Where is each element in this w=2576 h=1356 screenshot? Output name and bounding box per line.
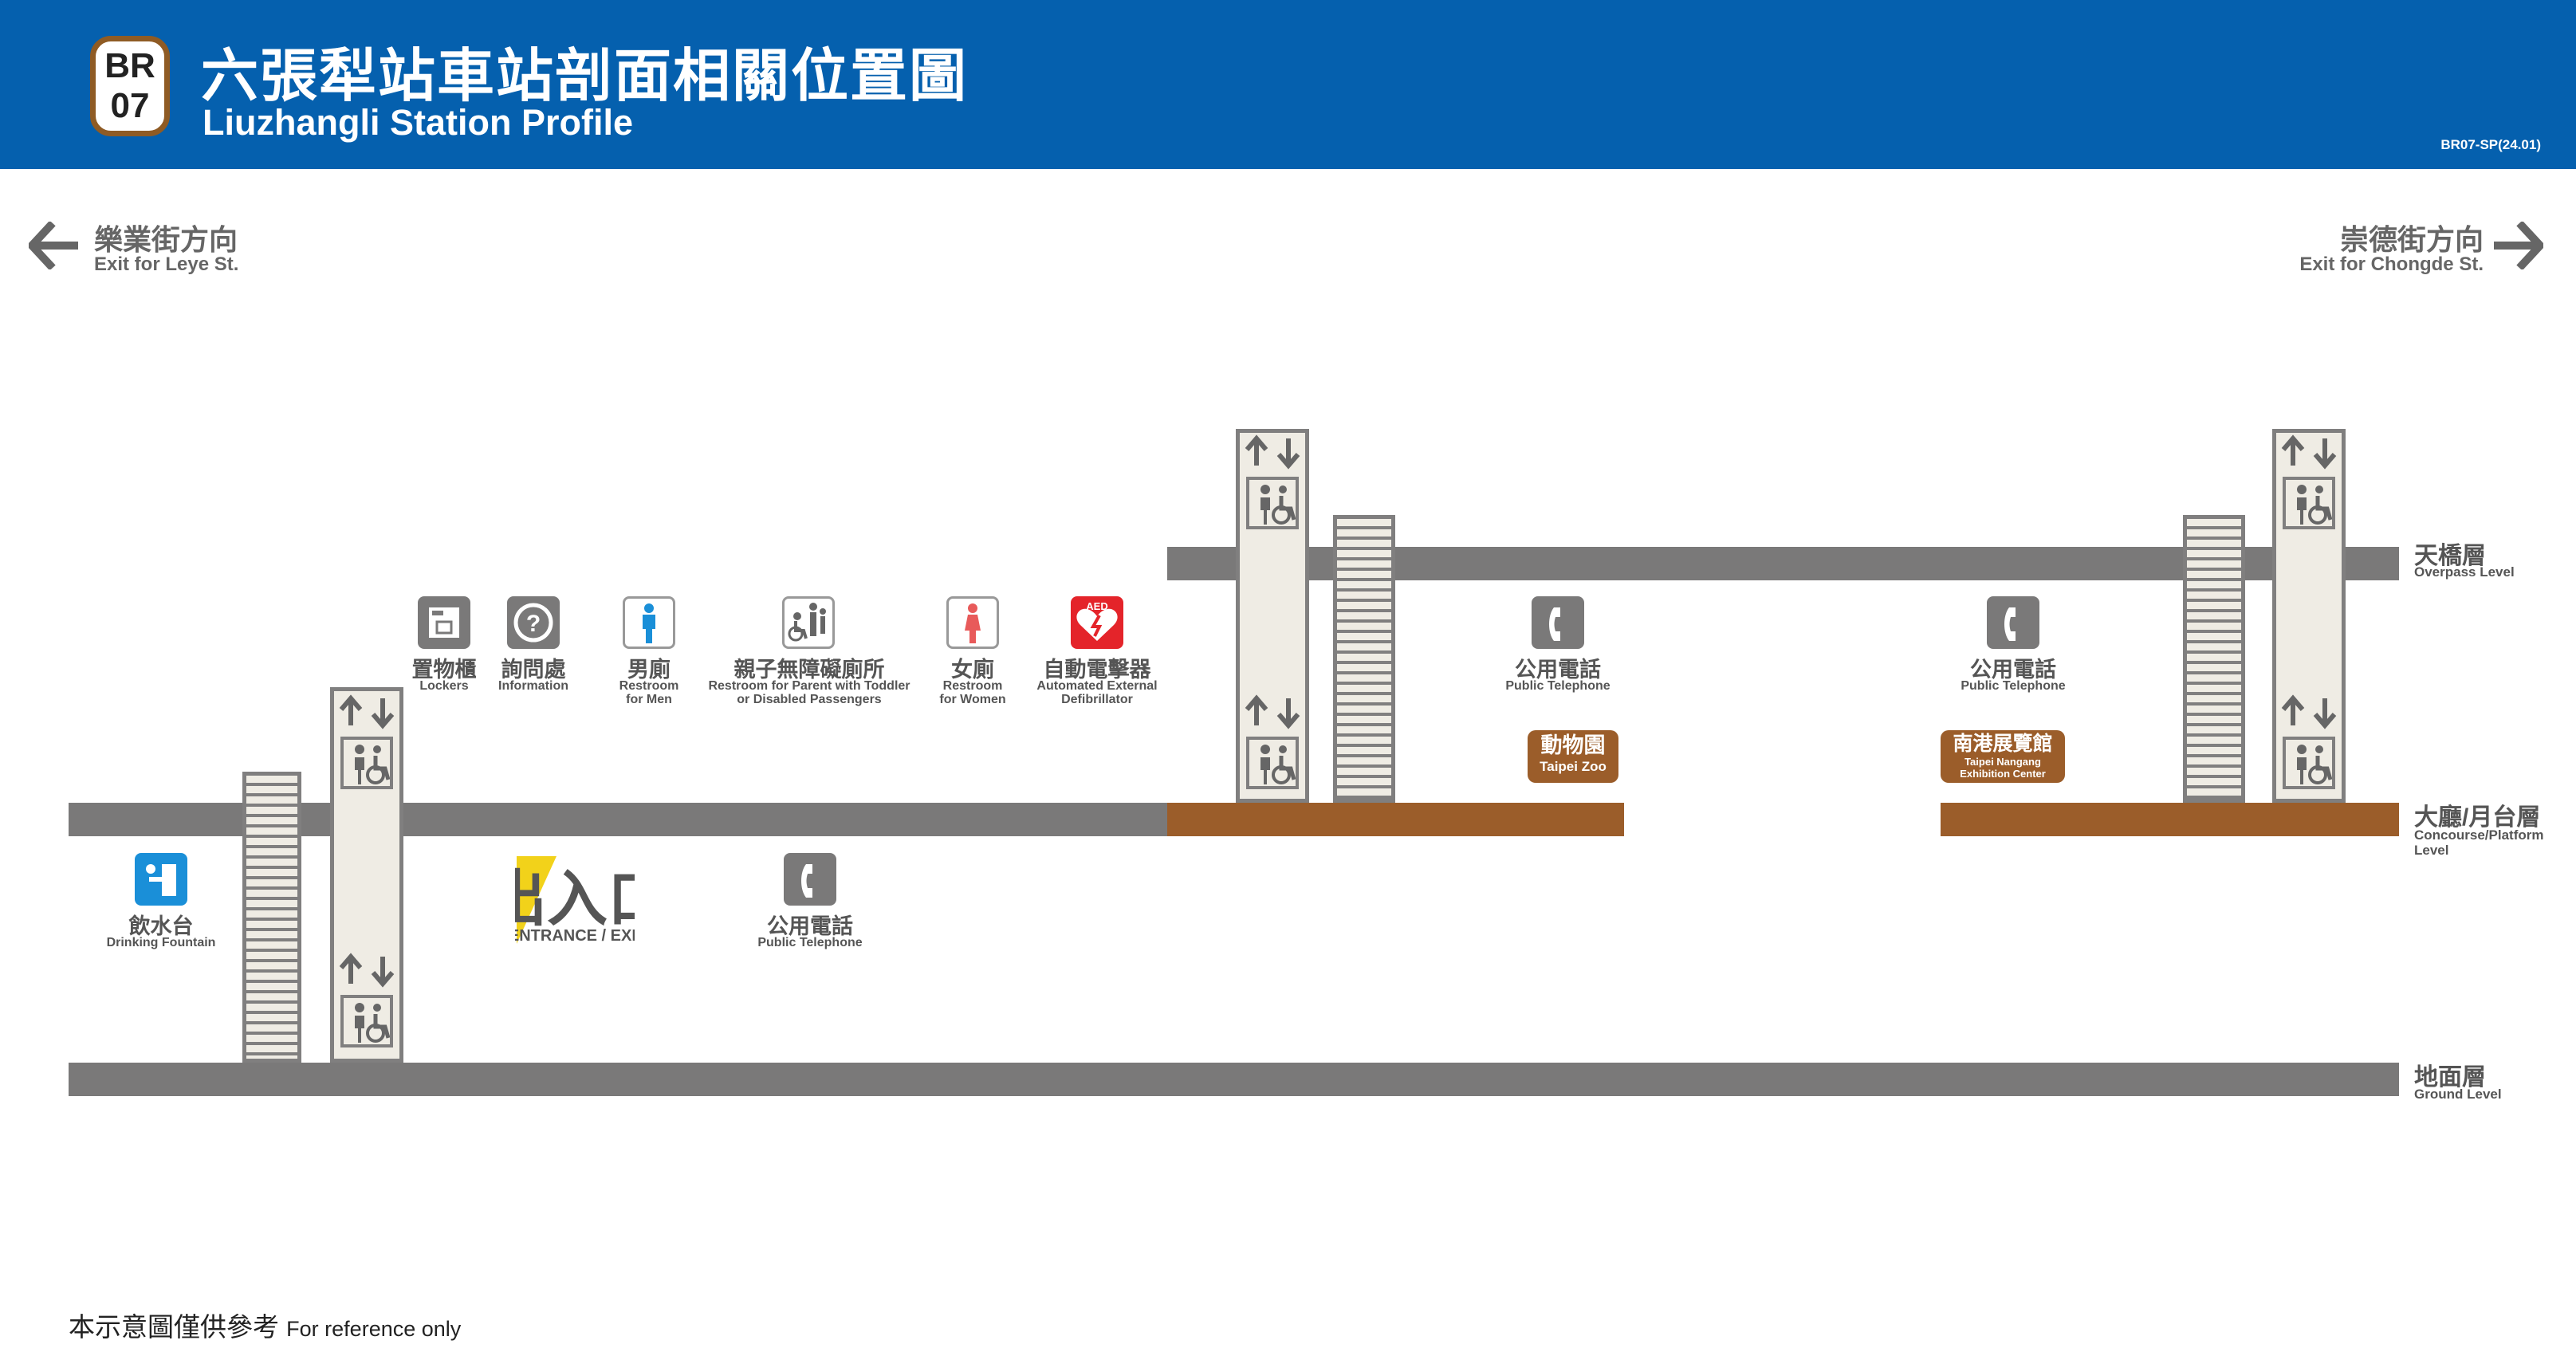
elevator-accessible-icon [2283, 477, 2335, 529]
concourse-level-zh: 大廳/月台層 [2414, 804, 2541, 831]
elevator-accessible-icon [1246, 737, 1299, 789]
elevator-up-down-icon [333, 952, 400, 989]
right-direction-en: Exit for Chongde St. [2299, 254, 2484, 275]
lockers-icon [418, 596, 470, 649]
phone-label-zh: 公用電話 [1970, 658, 2056, 682]
aed-label-en: Automated External Defibrillator [1036, 679, 1158, 706]
document-code: BR07-SP(24.01) [2440, 137, 2541, 152]
platform-tag-nangang-zh: 南港展覽館 [1953, 733, 2053, 755]
elevator-up-down-icon [1239, 434, 1306, 470]
page-title-en: Liuzhangli Station Profile [203, 102, 633, 143]
phone-label-zh: 公用電話 [1515, 658, 1601, 682]
elevator-accessible-icon [1246, 477, 1299, 529]
line-badge: BR 07 [90, 36, 170, 136]
left-direction-zh: 樂業街方向 [94, 223, 238, 256]
elevator-up-down-icon [333, 694, 400, 730]
entrance-exit-sign: 出入口 ENTRANCE / EXIT [486, 855, 668, 945]
lockers-label-zh: 置物櫃 [411, 658, 477, 682]
elevator-accessible-icon [340, 737, 393, 789]
concourse-level-en: Concourse/Platform Level [2414, 827, 2544, 858]
platform-tag-zoo-en: Taipei Zoo [1540, 759, 1607, 774]
escalator-concourse-overpass-left [1333, 515, 1395, 803]
ground-floor [69, 1063, 2399, 1096]
concourse-floor [69, 803, 1169, 836]
family-restroom-label-zh: 親子無障礙廁所 [733, 658, 885, 682]
information-icon: ? [507, 596, 560, 649]
platform-tag-nangang: 南港展覽館 Taipei Nangang Exhibition Center [1941, 730, 2065, 783]
elevator-accessible-icon [340, 995, 393, 1047]
women-restroom-label-zh: 女廁 [951, 658, 994, 682]
drinking-fountain-label-en: Drinking Fountain [106, 936, 216, 949]
reference-note-en: For reference only [286, 1317, 462, 1341]
ground-level-zh: 地面層 [2414, 1064, 2486, 1091]
page-title-zh: 六張犁站車站剖面相關位置圖 [201, 45, 969, 108]
family-restroom-label-en: Restroom for Parent with Toddler or Disa… [708, 679, 910, 706]
phone-icon [1532, 596, 1584, 649]
elevator-up-down-icon [2275, 434, 2342, 470]
badge-station-number: 07 [110, 86, 150, 125]
escalator-concourse-overpass-right [2183, 515, 2245, 803]
overpass-level-en: Overpass Level [2414, 564, 2515, 580]
men-restroom-icon [623, 596, 675, 649]
phone-label-en: Public Telephone [1505, 679, 1610, 693]
phone-label-zh: 公用電話 [767, 914, 853, 938]
entrance-exit-zh: 出入口 [515, 863, 635, 934]
lockers-label-en: Lockers [419, 679, 469, 693]
aed-icon-text: AED [1086, 600, 1107, 612]
svg-text:?: ? [526, 611, 541, 637]
phone-label-en: Public Telephone [757, 936, 863, 949]
header-bar [0, 0, 2576, 169]
overpass-level-zh: 天橋層 [2414, 543, 2486, 569]
elevator-up-down-icon [2275, 694, 2342, 730]
reference-note-zh: 本示意圖僅供參考 [69, 1312, 279, 1342]
phone-icon [784, 853, 836, 906]
platform-tag-zoo-zh: 動物園 [1540, 733, 1606, 757]
information-label-en: Information [498, 679, 568, 693]
family-restroom-icon [782, 596, 835, 649]
aed-label-zh: 自動電擊器 [1043, 658, 1151, 682]
elevator-up-down-icon [1239, 694, 1306, 730]
left-arrow-icon [29, 222, 78, 269]
platform-tag-nangang-en: Taipei Nangang Exhibition Center [1960, 756, 2046, 780]
platform-nangang-bound [1941, 803, 2399, 836]
men-restroom-label-zh: 男廁 [627, 658, 671, 682]
platform-zoo-bound [1167, 803, 1624, 836]
women-restroom-icon [946, 596, 999, 649]
ground-level-en: Ground Level [2414, 1087, 2502, 1102]
reference-note: 本示意圖僅供參考 For reference only [69, 1306, 461, 1344]
elevator-accessible-icon [2283, 737, 2335, 789]
escalator-ground-concourse [242, 772, 301, 1063]
drinking-fountain-icon [135, 853, 187, 906]
entrance-exit-en: ENTRANCE / EXIT [515, 927, 635, 944]
right-direction-zh: 崇德街方向 [2339, 223, 2484, 256]
information-label-zh: 詢問處 [501, 658, 566, 682]
badge-line-code: BR [104, 46, 155, 85]
drinking-fountain-label-zh: 飲水台 [128, 914, 194, 938]
right-arrow-icon [2494, 222, 2543, 269]
platform-tag-zoo: 動物園 Taipei Zoo [1528, 730, 1618, 783]
left-direction-en: Exit for Leye St. [94, 254, 239, 275]
phone-label-en: Public Telephone [1961, 679, 2066, 693]
aed-icon: AED [1071, 596, 1123, 649]
men-restroom-label-en: Restroom for Men [619, 679, 679, 706]
phone-icon [1987, 596, 2039, 649]
women-restroom-label-en: Restroom for Women [939, 679, 1006, 706]
